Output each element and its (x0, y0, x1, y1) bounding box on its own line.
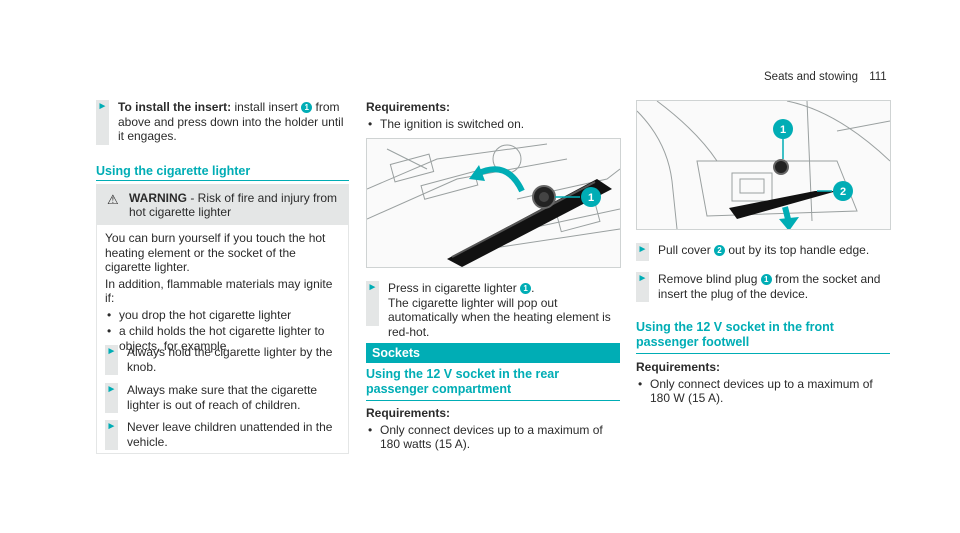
list-item: Only connect devices up to a maximum of … (368, 423, 622, 452)
step-arrow-icon: ► (637, 244, 648, 255)
list-item: Only connect devices up to a maximum of … (638, 377, 892, 406)
header-section: Seats and stowing (764, 71, 858, 83)
figure-callout-1: 1 (588, 192, 594, 204)
list-item: you drop the hot cigarette lighter (107, 308, 340, 323)
pull-cover-step: ► Pull cover 2 out by its top handle edg… (636, 243, 891, 261)
list-item: a child holds the hot cigarette lighter … (107, 324, 340, 353)
step-arrow-icon: ► (97, 101, 108, 112)
section-title-cigarette-lighter: Using the cigarette lighter (96, 164, 251, 178)
figure-callout-2: 2 (840, 186, 846, 198)
requirements: Requirements: Only connect devices up to… (366, 406, 622, 454)
warning-paragraph: You can burn yourself if you touch the h… (105, 231, 326, 274)
warning-triangle-icon: ⚠ (107, 192, 119, 207)
install-insert-step: ► To install the insert: install insert … (96, 100, 344, 145)
callout-1: 1 (520, 283, 532, 294)
callout-1: 1 (760, 274, 772, 285)
callout-2: 2 (714, 245, 726, 256)
section-rule (366, 400, 620, 401)
callout-1: 1 (301, 102, 313, 113)
warning-box: ⚠ WARNING - Risk of fire and injury from… (96, 184, 349, 454)
section-rule (96, 180, 349, 181)
warning-paragraph: In addition, flammable materials may ign… (105, 276, 333, 306)
section-rule (636, 353, 890, 354)
requirements: Requirements: Only connect devices up to… (636, 360, 892, 408)
sockets-band: Sockets (366, 343, 620, 363)
remove-plug-step: ► Remove blind plug 1 from the socket an… (636, 272, 881, 302)
requirements: Requirements: The ignition is switched o… (366, 100, 622, 133)
section-title-rear-socket: Using the 12 V socket in the rear passen… (366, 367, 560, 396)
page-number: 111 (869, 71, 887, 83)
running-header: Seats and stowing 111 (764, 70, 887, 85)
warning-step: ► Never leave children unattended in the… (105, 420, 333, 450)
warning-header: ⚠ WARNING - Risk of fire and injury from… (97, 185, 348, 225)
step-arrow-icon: ► (106, 346, 117, 357)
cigarette-lighter-illustration: 1 (366, 138, 621, 268)
press-lighter-step: ► Press in cigarette lighter 1. The ciga… (366, 281, 611, 339)
step-arrow-icon: ► (637, 273, 648, 284)
warning-step: ► Always make sure that the cigarette li… (105, 383, 318, 413)
step-arrow-icon: ► (106, 421, 117, 432)
step-arrow-icon: ► (367, 282, 378, 293)
step-arrow-icon: ► (106, 384, 117, 395)
list-item: The ignition is switched on. (368, 117, 622, 132)
socket-illustration: 1 2 (636, 100, 891, 230)
section-title-front-socket: Using the 12 V socket in the front passe… (636, 320, 834, 349)
figure-callout-1: 1 (780, 124, 786, 136)
warning-step: ► Always hold the cigarette lighter by t… (105, 345, 333, 375)
